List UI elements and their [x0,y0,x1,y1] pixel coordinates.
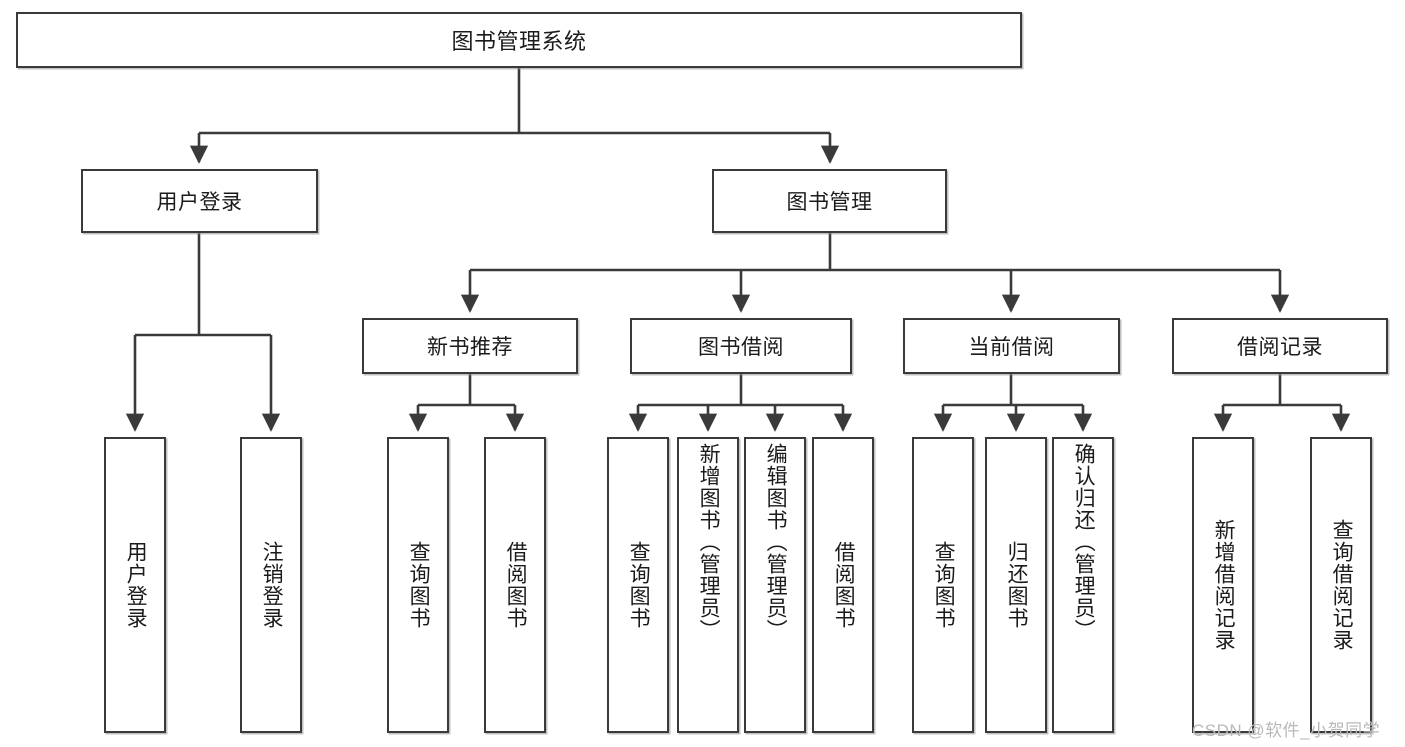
leaf-label: 借阅图书 [832,541,856,629]
leaf-label: 归还图书 [1005,541,1029,629]
node-label: 新书推荐 [427,336,513,359]
leaf-node[interactable]: 确认归还（管理员） [1052,437,1114,733]
node-new-book-recommend[interactable]: 新书推荐 [362,318,578,374]
leaf-label: 查询图书 [627,541,651,629]
leaf-label: 确认归还（管理员） [1072,443,1096,641]
node-label: 用户登录 [156,191,243,214]
node-user-login[interactable]: 用户登录 [81,169,318,233]
leaf-label: 查询借阅记录 [1330,519,1354,651]
leaf-label: 编辑图书（管理员） [764,443,788,641]
leaf-node[interactable]: 查询图书 [387,437,449,733]
node-borrow-records[interactable]: 借阅记录 [1172,318,1388,374]
leaf-node[interactable]: 新增借阅记录 [1192,437,1254,733]
leaf-node[interactable]: 查询借阅记录 [1310,437,1372,733]
leaf-node[interactable]: 注销登录 [240,437,302,733]
leaf-node[interactable]: 编辑图书（管理员） [744,437,806,733]
node-label: 当前借阅 [968,336,1055,359]
leaf-node[interactable]: 查询图书 [607,437,669,733]
node-current-borrow[interactable]: 当前借阅 [903,318,1120,374]
leaf-node[interactable]: 查询图书 [912,437,974,733]
leaf-label: 借阅图书 [504,541,528,629]
leaf-node[interactable]: 归还图书 [985,437,1047,733]
node-book-management[interactable]: 图书管理 [712,169,947,233]
leaf-label: 查询图书 [932,541,956,629]
leaf-label: 查询图书 [407,541,431,629]
leaf-node[interactable]: 借阅图书 [484,437,546,733]
leaf-node[interactable]: 新增图书（管理员） [677,437,739,733]
leaf-node[interactable]: 借阅图书 [812,437,874,733]
node-label: 借阅记录 [1237,336,1323,359]
leaf-label: 用户登录 [124,541,148,629]
watermark: CSDN @软件_小贺同学 [1192,721,1381,740]
leaf-label: 新增图书（管理员） [697,443,721,641]
node-book-borrow[interactable]: 图书借阅 [630,318,852,374]
leaf-node[interactable]: 用户登录 [104,437,166,733]
node-root-system[interactable]: 图书管理系统 [16,12,1022,68]
node-label: 图书管理 [786,191,873,214]
leaf-label: 注销登录 [260,541,284,629]
node-label: 图书借阅 [698,336,784,359]
node-root-label: 图书管理系统 [451,29,587,54]
leaf-label: 新增借阅记录 [1212,519,1236,651]
